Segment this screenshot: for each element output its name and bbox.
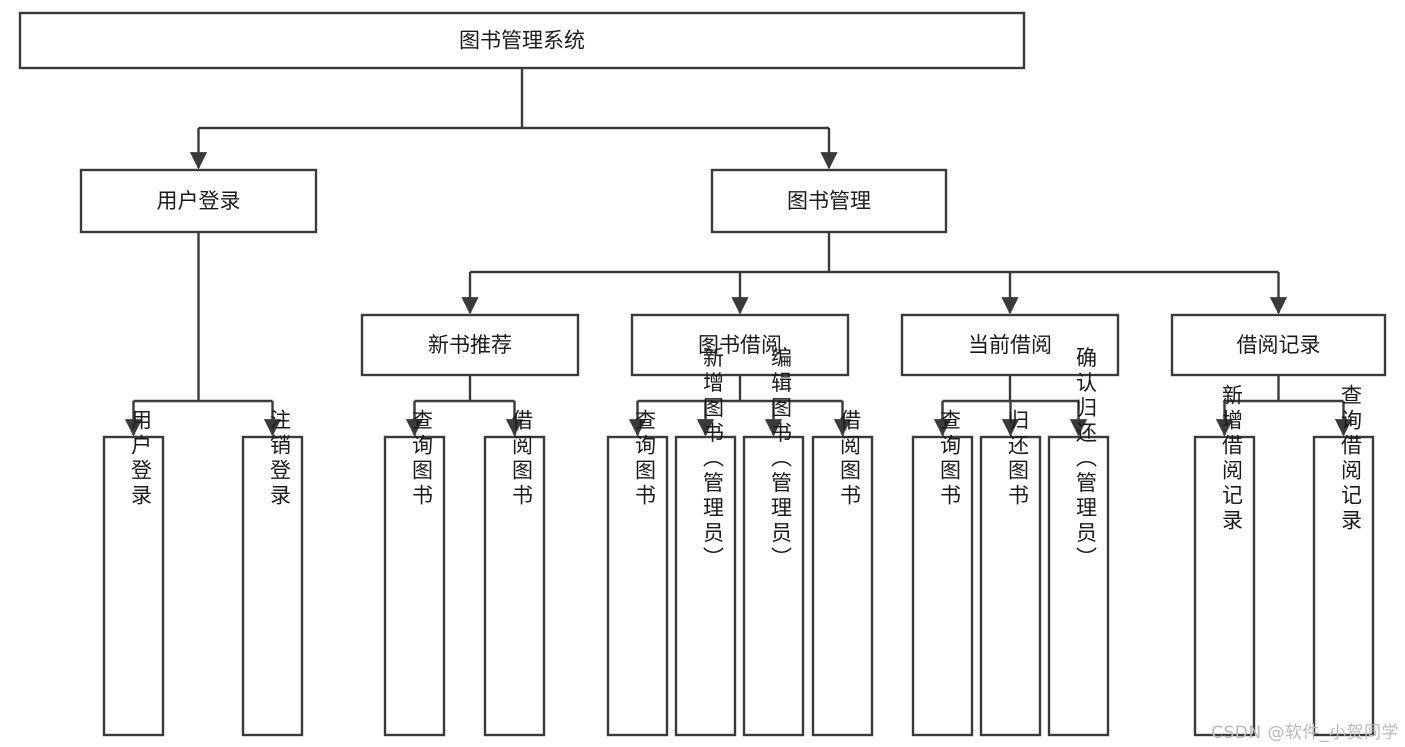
node-box <box>241 435 304 737</box>
node-label-leaf-query-book-2: 查询图书 <box>633 409 657 509</box>
node-leaf-query-book-1[interactable]: 查询图书 <box>383 409 446 737</box>
node-label-leaf-query-book-3: 查询图书 <box>938 409 962 509</box>
edge-group-from-book-manage <box>461 232 1288 315</box>
node-box <box>360 313 580 377</box>
node-box <box>1170 313 1387 377</box>
node-borrow-record[interactable]: 借阅记录 <box>1170 313 1387 377</box>
node-box <box>79 168 318 234</box>
node-box <box>979 435 1042 737</box>
node-box <box>383 435 446 737</box>
node-box <box>1193 435 1256 737</box>
node-box <box>1047 435 1110 737</box>
node-label-leaf-query-book-1: 查询图书 <box>410 409 434 509</box>
node-leaf-query-book-3[interactable]: 查询图书 <box>911 409 974 737</box>
node-box <box>483 435 546 737</box>
node-leaf-return-book[interactable]: 归还图书 <box>979 409 1042 737</box>
watermark-csdn: CSDN @软件_小贺同学 <box>1211 723 1399 743</box>
node-label-leaf-query-record: 查询借阅记录 <box>1339 384 1363 534</box>
edge-group-from-user-login <box>124 232 282 437</box>
node-label-borrow-record: 借阅记录 <box>1237 333 1321 357</box>
edge-layer <box>124 68 1353 437</box>
node-new-book-recommend[interactable]: 新书推荐 <box>360 313 580 377</box>
node-leaf-borrow-book-1[interactable]: 借阅图书 <box>483 409 546 737</box>
node-book-manage[interactable]: 图书管理 <box>710 168 948 234</box>
node-leaf-user-login[interactable]: 用户登录 <box>102 409 165 737</box>
node-leaf-add-record[interactable]: 新增借阅记录 <box>1193 384 1256 737</box>
node-leaf-query-book-2[interactable]: 查询图书 <box>606 409 669 737</box>
node-label-root: 图书管理系统 <box>459 29 585 53</box>
node-leaf-add-book[interactable]: 新增图书（管理员） <box>674 347 737 737</box>
node-box <box>630 313 850 377</box>
node-label-leaf-add-record: 新增借阅记录 <box>1220 384 1244 534</box>
node-box <box>911 435 974 737</box>
edge-group-from-book-borrow <box>628 375 852 437</box>
node-label-current-borrow: 当前借阅 <box>968 333 1052 357</box>
node-box <box>900 313 1120 377</box>
node-leaf-logout[interactable]: 注销登录 <box>241 409 304 737</box>
node-user-login[interactable]: 用户登录 <box>79 168 318 234</box>
node-label-leaf-borrow-book-2: 借阅图书 <box>838 409 862 509</box>
node-label-leaf-logout: 注销登录 <box>268 409 292 509</box>
node-label-user-login: 用户登录 <box>157 189 241 213</box>
node-label-book-manage: 图书管理 <box>787 189 871 213</box>
node-book-borrow[interactable]: 图书借阅 <box>630 313 850 377</box>
edge-group-from-new-book-recommend <box>405 375 524 437</box>
node-leaf-edit-book[interactable]: 编辑图书（管理员） <box>742 347 805 737</box>
node-box <box>18 11 1026 70</box>
node-label-leaf-user-login: 用户登录 <box>129 409 153 509</box>
node-leaf-query-record[interactable]: 查询借阅记录 <box>1312 384 1375 737</box>
node-box <box>606 435 669 737</box>
node-label-new-book-recommend: 新书推荐 <box>428 333 512 357</box>
edge-group-from-borrow-record <box>1215 375 1353 437</box>
node-label-leaf-add-book: 新增图书（管理员） <box>701 347 725 572</box>
node-label-leaf-edit-book: 编辑图书（管理员） <box>769 347 793 572</box>
node-label-leaf-return-book: 归还图书 <box>1006 409 1030 509</box>
node-label-leaf-borrow-book-1: 借阅图书 <box>510 409 534 509</box>
edge-group-from-current-borrow <box>933 375 1088 437</box>
node-box <box>811 435 874 737</box>
node-root[interactable]: 图书管理系统 <box>18 11 1026 70</box>
node-leaf-borrow-book-2[interactable]: 借阅图书 <box>811 409 874 737</box>
node-box <box>674 435 737 737</box>
node-leaf-confirm-return[interactable]: 确认归还（管理员） <box>1047 347 1110 737</box>
node-box <box>742 435 805 737</box>
node-label-book-borrow: 图书借阅 <box>698 333 782 357</box>
edge-group-from-root <box>189 68 838 170</box>
node-label-leaf-confirm-return: 确认归还（管理员） <box>1074 347 1098 572</box>
node-layer: 图书管理系统用户登录图书管理新书推荐图书借阅当前借阅借阅记录用户登录注销登录查询… <box>18 11 1387 737</box>
node-box <box>710 168 948 234</box>
node-box <box>1312 435 1375 737</box>
node-box <box>102 435 165 737</box>
node-current-borrow[interactable]: 当前借阅 <box>900 313 1120 377</box>
